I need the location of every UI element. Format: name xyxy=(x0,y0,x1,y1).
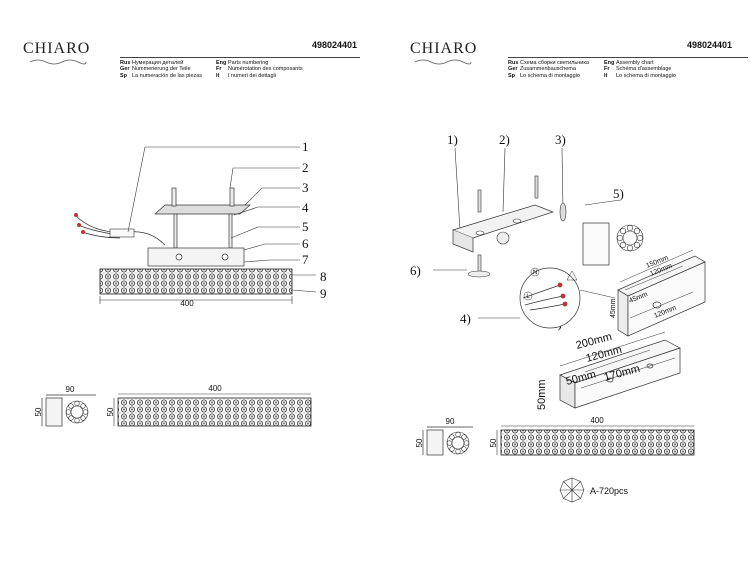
front-width-label: 400 xyxy=(208,384,222,393)
step-leaders xyxy=(433,147,621,319)
ceiling-plate xyxy=(154,204,251,215)
parts-diagram: 1 2 3 4 5 6 7 8 9 400 xyxy=(34,139,327,427)
step-6: 6) xyxy=(410,263,421,278)
width-dimension xyxy=(99,296,293,304)
assembly-diagram: 1) 2) 3) 5) 6) 4) 4) xyxy=(410,132,706,503)
callout-5: 5 xyxy=(302,219,309,234)
callout-1: 1 xyxy=(302,139,309,154)
callout-2: 2 xyxy=(302,160,309,175)
right-side-view xyxy=(422,426,473,456)
bracket-plate xyxy=(451,204,555,239)
plate-dim-lines xyxy=(559,331,676,389)
wiring-detail xyxy=(519,267,581,329)
side-view xyxy=(41,394,96,427)
callout-8: 8 xyxy=(320,269,327,284)
callout-7: 7 xyxy=(302,252,309,267)
bracket-dim-lines xyxy=(619,249,694,319)
callout-4: 4 xyxy=(302,200,309,215)
product-code: 498024401 xyxy=(686,40,732,50)
knob xyxy=(496,231,510,245)
bracket-holes xyxy=(475,218,522,236)
right-front-dimension xyxy=(496,425,694,455)
brand-logo: CHIARO xyxy=(23,40,91,57)
side-height-label: 50 xyxy=(34,407,43,416)
product-code: 498024401 xyxy=(311,40,357,50)
crystal-count: A-720pcs xyxy=(590,486,629,496)
right-front-shade xyxy=(500,429,695,456)
brand-logo: CHIARO xyxy=(410,40,478,57)
step-1: 1) xyxy=(447,132,458,147)
wire-connectors xyxy=(74,213,85,234)
terminal-block xyxy=(109,228,135,238)
detail-wires xyxy=(522,284,566,311)
callout-3: 3 xyxy=(302,180,309,195)
callout-6: 6 xyxy=(302,236,309,251)
crystal-shade xyxy=(99,268,293,295)
shade-box xyxy=(582,222,610,266)
step-2: 2) xyxy=(499,132,510,147)
callout-leaders xyxy=(127,146,317,293)
right-side-rosette xyxy=(446,431,470,455)
logo-ornament xyxy=(29,59,87,65)
plate-dim-50v: 50mm xyxy=(536,379,548,410)
mounting-bracket xyxy=(147,247,245,267)
mounting-bracket xyxy=(617,255,706,337)
washer xyxy=(467,270,491,278)
width-label: 400 xyxy=(180,299,194,308)
bracket-dim-45b: 45mm xyxy=(610,298,617,318)
neutral-label: N xyxy=(533,270,537,276)
front-view-shade xyxy=(117,397,312,427)
step-5: 5) xyxy=(613,186,624,201)
logo-ornament xyxy=(414,59,472,65)
shade-rosette xyxy=(616,224,644,252)
right-front-height: 50 xyxy=(489,438,498,447)
mounting-screws xyxy=(171,187,235,249)
detail-connectors xyxy=(557,282,568,307)
side-width-label: 90 xyxy=(66,385,75,394)
header-rule xyxy=(508,57,748,58)
canopy-disc xyxy=(559,202,567,222)
live-label: L xyxy=(526,294,530,300)
header-rule xyxy=(120,57,360,58)
side-rosette xyxy=(65,400,89,424)
step-4a: 4) xyxy=(460,311,471,326)
right-side-height: 50 xyxy=(415,438,424,447)
front-height-label: 50 xyxy=(106,407,115,416)
step-3: 3) xyxy=(555,132,566,147)
ceiling-plate xyxy=(559,339,681,409)
right-side-width: 90 xyxy=(446,417,455,426)
crystal-octagon-icon xyxy=(559,477,585,503)
right-front-width: 400 xyxy=(590,416,604,425)
front-dimension xyxy=(113,393,311,426)
callout-9: 9 xyxy=(320,286,327,301)
